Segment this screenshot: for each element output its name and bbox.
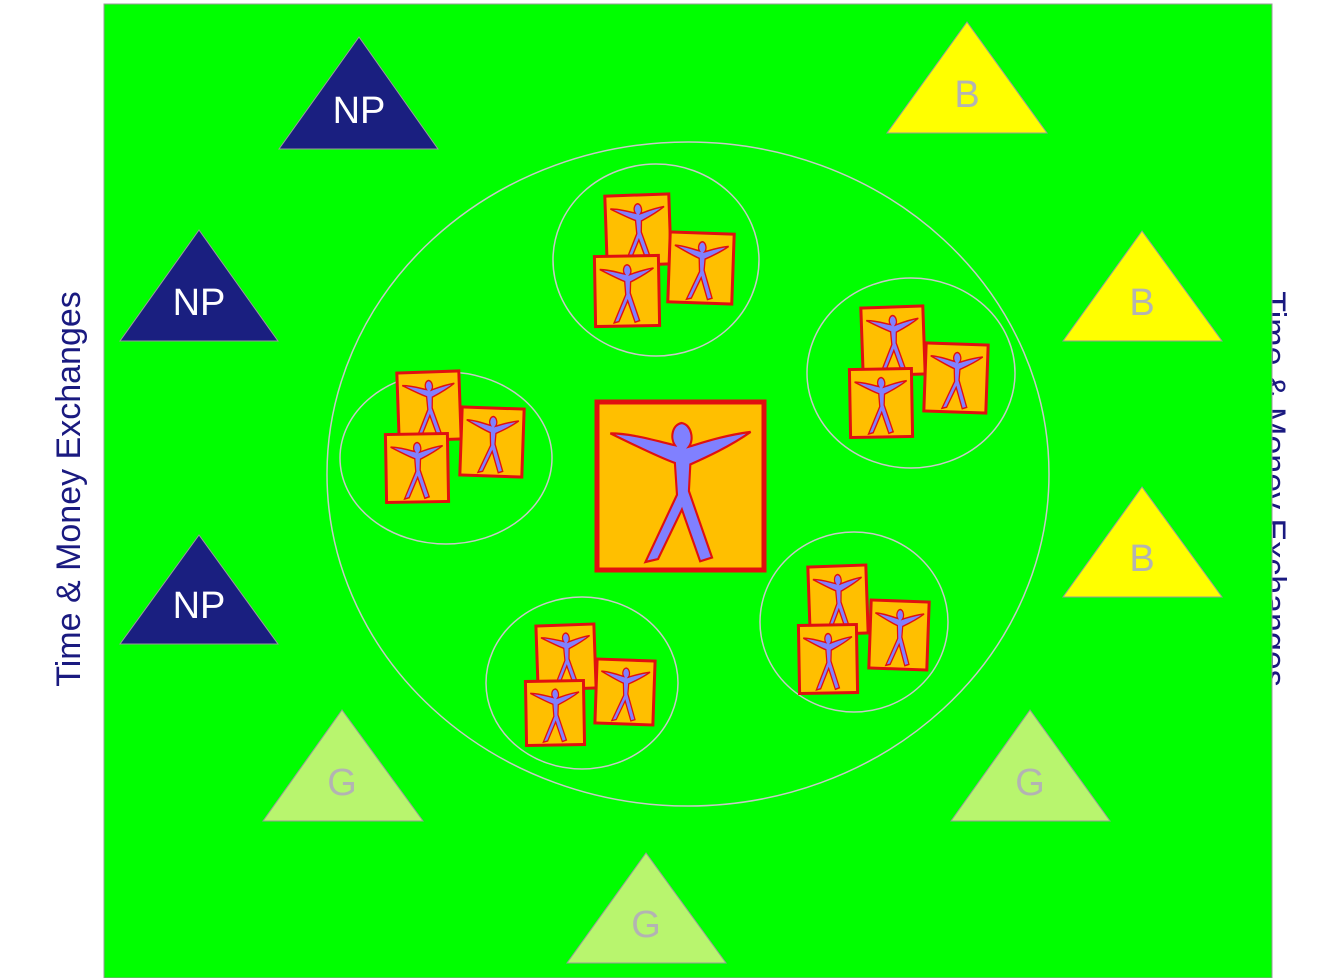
business-triangle-1-shape	[886, 21, 1048, 134]
group-left-person-3	[385, 433, 448, 502]
central-person	[597, 402, 764, 570]
group-left-person-1	[397, 371, 461, 441]
government-triangle-3-label: G	[631, 904, 661, 946]
business-triangle-1: B	[886, 21, 1048, 134]
business-triangle-3-label: B	[1129, 538, 1154, 580]
government-triangle-1: G	[262, 709, 424, 822]
group-bottom-right-person-3	[798, 624, 857, 693]
group-bottom-person-2	[595, 659, 655, 725]
government-triangle-2-label: G	[1015, 762, 1045, 804]
government-triangle-2-shape	[950, 709, 1111, 822]
group-bottom-person-3	[525, 680, 584, 745]
business-triangle-3-shape	[1062, 486, 1223, 598]
nonprofit-triangle-1-label: NP	[333, 90, 386, 132]
group-top-person-2	[668, 232, 734, 304]
group-left-person-2	[460, 407, 524, 477]
nonprofit-triangle-3-shape	[119, 534, 279, 645]
business-triangle-1-label: B	[954, 74, 979, 116]
group-circle-bottom	[485, 596, 679, 770]
government-triangle-3-shape	[566, 852, 727, 964]
business-triangle-2-label: B	[1129, 282, 1154, 324]
nonprofit-triangle-2: NP	[119, 229, 279, 342]
government-triangle-1-shape	[262, 709, 424, 822]
group-right-person-3	[849, 368, 912, 437]
business-triangle-2: B	[1062, 230, 1223, 342]
nonprofit-triangle-1-shape	[278, 36, 439, 150]
nonprofit-triangle-3: NP	[119, 534, 279, 645]
nonprofit-triangle-1: NP	[278, 36, 439, 150]
government-triangle-3: G	[566, 852, 727, 964]
government-triangle-1-label: G	[327, 762, 357, 804]
group-circle-bottom-right	[759, 531, 949, 713]
group-circle-right	[806, 277, 1016, 469]
business-triangle-3: B	[1062, 486, 1223, 598]
government-triangle-2: G	[950, 709, 1111, 822]
nonprofit-triangle-2-shape	[119, 229, 279, 342]
outer-community-ring	[326, 141, 1050, 807]
nonprofit-triangle-2-label: NP	[173, 282, 226, 324]
group-right-person-2	[924, 343, 988, 413]
group-top-person-3	[594, 255, 659, 326]
group-right-person-1	[861, 306, 925, 376]
nonprofit-triangle-3-label: NP	[173, 585, 226, 627]
group-circle-top	[552, 163, 760, 357]
group-bottom-right-person-2	[869, 600, 929, 670]
business-triangle-2-shape	[1062, 230, 1223, 342]
